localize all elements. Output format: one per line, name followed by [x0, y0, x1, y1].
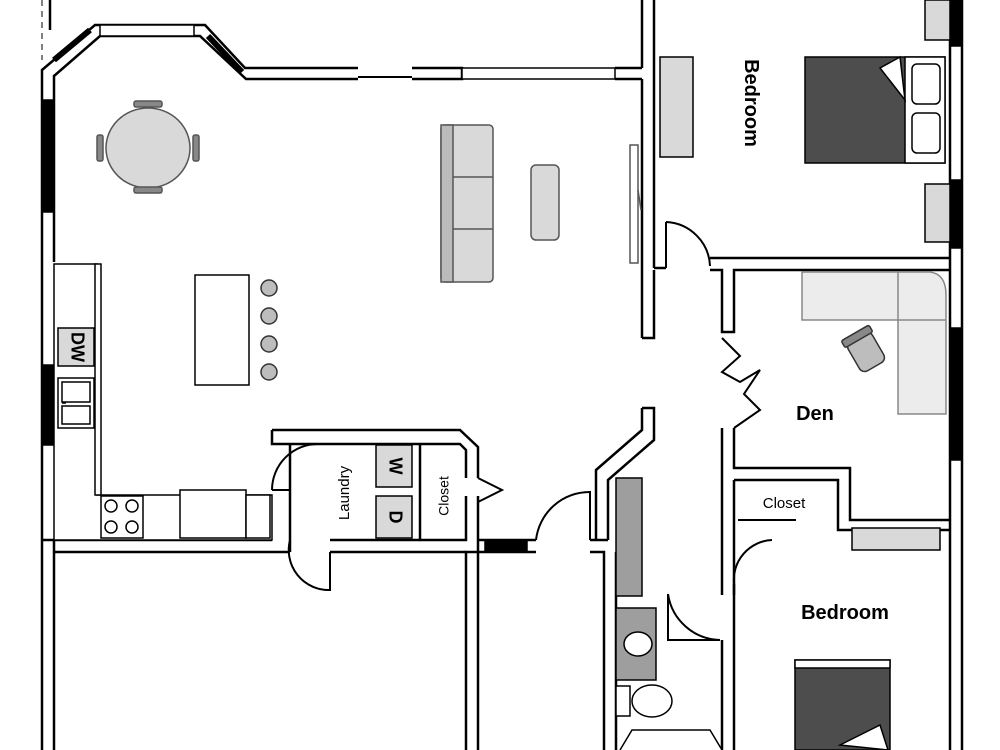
dishwasher-label: DW — [67, 332, 87, 362]
counter-edge — [94, 263, 102, 496]
window-bay-right — [205, 33, 245, 75]
room-label-closet-den: Closet — [763, 495, 806, 512]
sofa-icon — [440, 124, 494, 283]
wall-top-to-top — [640, 0, 656, 68]
dresser-right — [851, 527, 941, 551]
window-right-1 — [949, 0, 963, 47]
nightstand-2 — [924, 183, 951, 243]
room-label-den: Den — [796, 403, 834, 425]
nightstand-1 — [924, 0, 951, 41]
window-left-2 — [41, 364, 55, 446]
dryer — [375, 495, 413, 539]
room-label-closet-laundry: Closet — [436, 476, 452, 516]
vanity-sink-icon — [615, 607, 657, 681]
door-bath — [667, 593, 721, 641]
window-top-mid — [461, 67, 616, 80]
fridge — [179, 489, 247, 539]
door-bedroom-right — [732, 539, 773, 585]
room-label-laundry: Laundry — [336, 465, 353, 520]
bed-icon — [804, 55, 946, 164]
wall-kitchen-bottom — [42, 538, 290, 554]
dryer-label: D — [385, 511, 405, 524]
dining-table-icon — [96, 100, 200, 194]
window-right-3 — [949, 327, 963, 461]
wall-laundry-inner — [418, 444, 480, 750]
wall-den-left — [720, 428, 950, 595]
dresser-top — [659, 56, 694, 158]
window-bay-top — [99, 24, 195, 37]
window-hall-bottom — [484, 539, 528, 553]
door-laundry — [271, 443, 319, 491]
furniture — [53, 0, 951, 750]
doors — [271, 221, 796, 641]
tv-icon — [629, 144, 642, 264]
wall-hall-left — [594, 406, 656, 540]
washer — [375, 444, 413, 488]
room-label-bedroom-top: Bedroom — [740, 59, 762, 147]
door-den-bifold — [720, 337, 762, 429]
office-chair-icon — [841, 324, 886, 373]
wall-hall-bottom — [478, 538, 618, 750]
wall-laundry — [270, 428, 480, 540]
den-desk — [801, 271, 947, 415]
stove-icon — [100, 495, 144, 539]
toilet-icon — [615, 684, 673, 718]
wall-bedroom-right-left — [720, 584, 736, 750]
window-right-2 — [949, 179, 963, 249]
wall-laundry-bottom — [288, 538, 466, 554]
linen-cabinet — [615, 477, 643, 597]
tub — [619, 729, 723, 750]
pantry — [245, 494, 271, 539]
coffee-table — [530, 164, 560, 241]
door-closet-laundry — [477, 477, 505, 503]
washer-label: W — [385, 458, 405, 475]
dishwasher — [57, 327, 95, 367]
door-hall — [535, 490, 591, 541]
bar-stool-icon — [260, 279, 278, 381]
door-laundry-lower — [287, 539, 331, 592]
window-bay-left — [52, 27, 92, 63]
wall-living-right — [640, 44, 666, 340]
sink-icon — [57, 377, 95, 429]
room-label-bedroom-right: Bedroom — [801, 602, 889, 624]
bed-right-icon — [794, 659, 891, 750]
door-bedroom-top — [665, 221, 711, 268]
window-left-1 — [41, 99, 55, 213]
wall-bedroom-bottom — [710, 256, 950, 334]
kitchen-island — [194, 274, 250, 386]
